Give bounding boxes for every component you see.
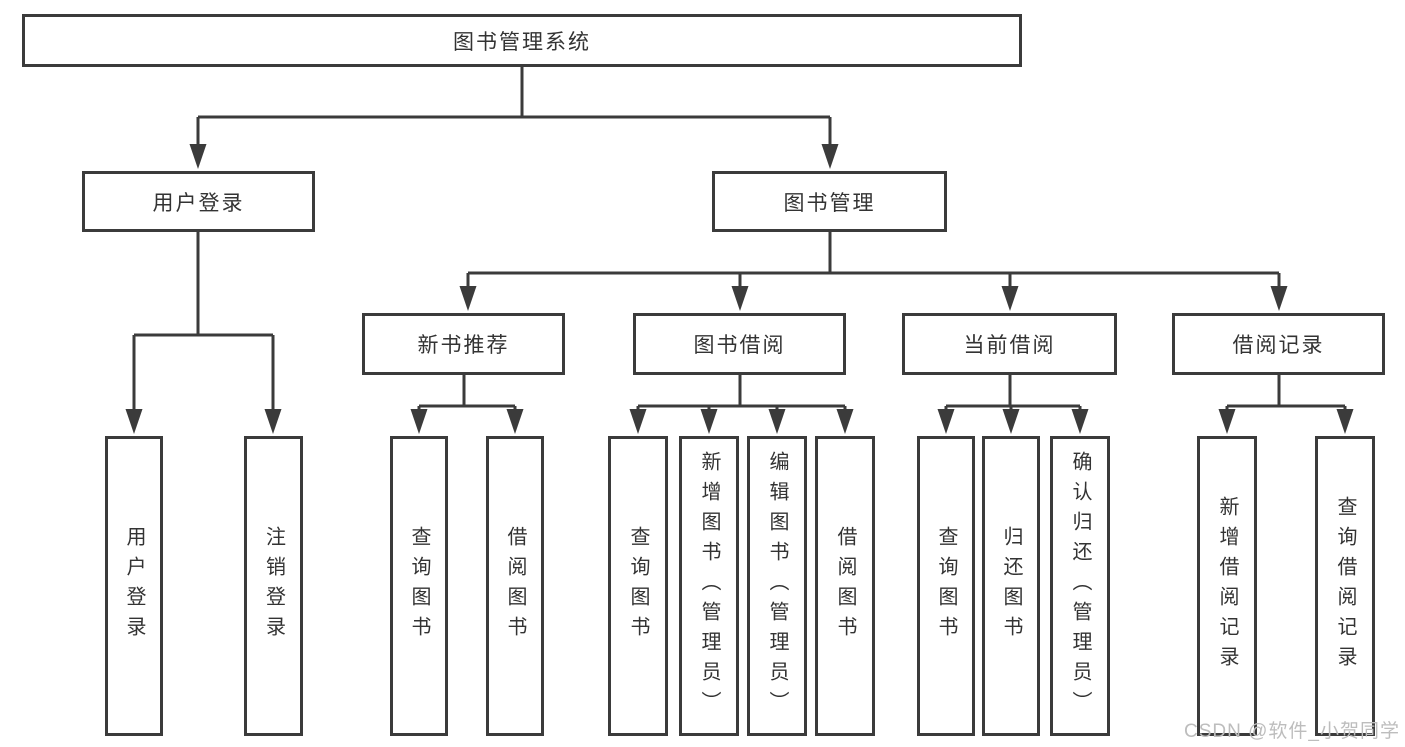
node-borrow-records-label: 借阅记录 [1232,334,1325,357]
arrowhead-icon [731,286,749,311]
leaf-query-books-recommend: 查询图书 [390,436,448,736]
arrowhead-icon [1071,409,1089,434]
leaf-user-login: 用户登录 [105,436,163,736]
leaf-user-login-label: 用户登录 [123,526,145,646]
node-current-borrow-label: 当前借阅 [963,334,1056,357]
connector-user-login-children [132,232,275,420]
leaf-add-borrow-record-label: 新增借阅记录 [1216,496,1238,676]
arrowhead-icon [189,144,207,169]
arrowhead-icon [506,409,524,434]
connector-borrow-record-children [1225,375,1347,420]
leaf-add-borrow-record: 新增借阅记录 [1197,436,1257,736]
leaf-query-books-borrow-label: 查询图书 [627,526,649,646]
leaf-borrow-books-2-label: 借阅图书 [834,526,856,646]
node-user-login-label: 用户登录 [152,191,245,215]
leaf-logout: 注销登录 [244,436,303,736]
connector-root-to-level2 [196,67,832,155]
leaf-query-borrow-record: 查询借阅记录 [1315,436,1375,736]
arrowhead-icon [459,286,477,311]
arrowhead-icon [1002,409,1020,434]
node-user-login: 用户登录 [82,171,315,232]
node-root: 图书管理系统 [22,14,1022,67]
node-new-book-recommend: 新书推荐 [362,313,565,375]
leaf-query-books-recommend-label: 查询图书 [408,526,430,646]
arrowhead-group [125,144,1354,434]
leaf-return-books: 归还图书 [982,436,1040,736]
arrowhead-icon [629,409,647,434]
node-new-book-recommend-label: 新书推荐 [417,334,510,357]
arrowhead-icon [1001,286,1019,311]
arrowhead-icon [768,409,786,434]
leaf-add-book-admin: 新增图书（管理员） [679,436,739,736]
arrowhead-icon [1270,286,1288,311]
node-book-borrow-label: 图书借阅 [693,334,786,357]
leaf-edit-book-admin-label: 编辑图书（管理员） [766,451,788,721]
leaf-query-borrow-record-label: 查询借阅记录 [1334,496,1356,676]
watermark: CSDN @软件_小贺同学 [1184,721,1400,742]
arrowhead-icon [1218,409,1236,434]
arrowhead-icon [821,144,839,169]
arrowhead-icon [700,409,718,434]
leaf-query-books-current: 查询图书 [917,436,975,736]
leaf-query-books-borrow: 查询图书 [608,436,668,736]
node-book-mgmt-label: 图书管理 [783,191,876,215]
node-borrow-records: 借阅记录 [1172,313,1385,375]
connector-book-mgmt-children [466,232,1281,297]
leaf-borrow-books-2: 借阅图书 [815,436,875,736]
arrowhead-icon [264,409,282,434]
leaf-return-books-label: 归还图书 [1000,526,1022,646]
arrowhead-icon [125,409,143,434]
node-root-label: 图书管理系统 [453,30,591,54]
node-book-borrow: 图书借阅 [633,313,846,375]
leaf-add-book-admin-label: 新增图书（管理员） [698,451,720,721]
arrowhead-icon [937,409,955,434]
arrowhead-icon [836,409,854,434]
leaf-logout-label: 注销登录 [262,526,285,646]
leaf-borrow-books-recommend-label: 借阅图书 [504,526,526,646]
connector-new-book-children [417,375,517,420]
leaf-confirm-return-admin-label: 确认归还（管理员） [1069,451,1091,721]
arrowhead-icon [410,409,428,434]
leaf-borrow-books-recommend: 借阅图书 [486,436,544,736]
connector-book-borrow-children [636,375,847,420]
leaf-edit-book-admin: 编辑图书（管理员） [747,436,807,736]
leaf-confirm-return-admin: 确认归还（管理员） [1050,436,1110,736]
arrowhead-icon [1336,409,1354,434]
node-current-borrow: 当前借阅 [902,313,1117,375]
leaf-query-books-current-label: 查询图书 [935,526,957,646]
node-book-mgmt: 图书管理 [712,171,947,232]
